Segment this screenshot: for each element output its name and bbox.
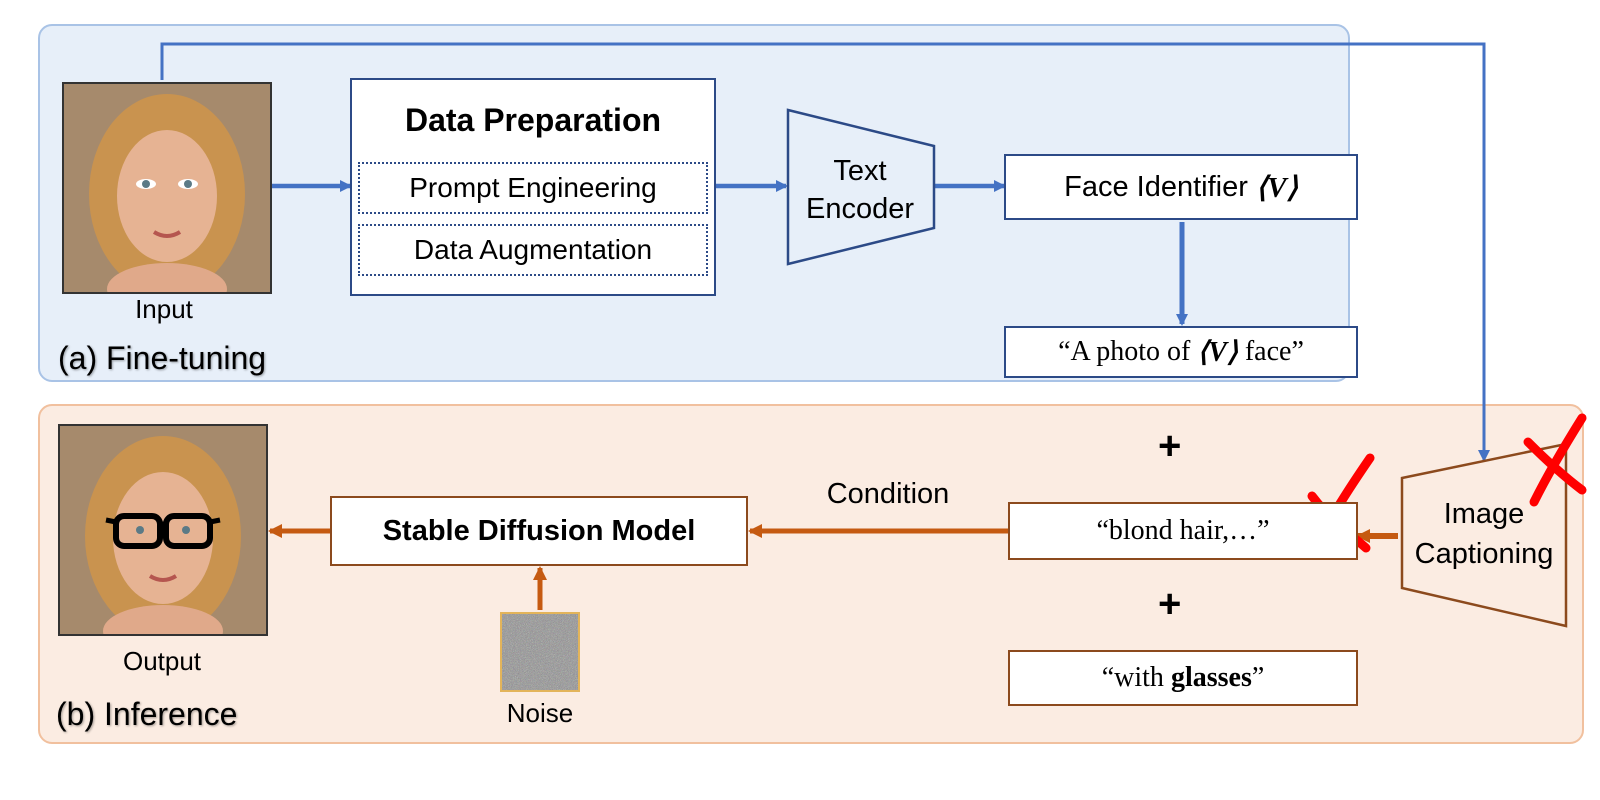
noise-texture: [502, 614, 578, 690]
noise-label: Noise: [506, 698, 574, 728]
input-label: Input: [135, 294, 193, 324]
plus-sign-bottom: +: [1158, 582, 1182, 626]
caption-text: “blond hair,…”: [1096, 515, 1270, 546]
input-to-captioning-arrow: [160, 42, 1490, 462]
stable-diffusion-box: Stable Diffusion Model: [330, 496, 748, 566]
data-augmentation-label: Data Augmentation: [413, 234, 653, 265]
face-identifier-box: Face Identifier ⟨V⟩: [1004, 154, 1358, 220]
photo-prompt-after: face”: [1237, 336, 1304, 367]
output-face-image: [58, 424, 268, 636]
photo-prompt-before: “A photo of: [1058, 336, 1198, 367]
text-encoder-shape: [786, 108, 936, 266]
glasses-prompt-after: ”: [1251, 662, 1265, 693]
text-encoder-line1: Text: [833, 155, 887, 187]
glasses-prompt-bold: glasses: [1170, 662, 1252, 693]
image-captioning-label: Image Captioning: [1402, 494, 1566, 574]
data-preparation-title: Data Preparation: [404, 102, 662, 138]
image-captioning-line1: Image: [1443, 498, 1525, 530]
fine-tuning-title: (a) Fine-tuning: [58, 340, 267, 376]
text-encoder-label: Text Encoder: [790, 152, 930, 228]
image-captioning-shape: [1400, 442, 1568, 628]
glasses-prompt-before: “with: [1101, 662, 1171, 693]
prompt-engineering-box: Prompt Engineering: [358, 162, 708, 214]
face-illustration: [64, 84, 270, 292]
output-label: Output: [122, 646, 202, 676]
inference-title: (b) Inference: [56, 696, 238, 732]
stable-diffusion-label: Stable Diffusion Model: [382, 514, 696, 547]
text-encoder-line2: Encoder: [805, 193, 914, 225]
photo-prompt-token: ⟨V⟩: [1197, 337, 1238, 368]
face-identifier-token: ⟨V⟩: [1255, 171, 1298, 204]
face-identifier-label: Face Identifier: [1064, 170, 1248, 203]
data-augmentation-box: Data Augmentation: [358, 224, 708, 276]
glasses-prompt-box: “with glasses”: [1008, 650, 1358, 706]
input-face-image: [62, 82, 272, 294]
noise-image: [500, 612, 580, 692]
photo-prompt-box: “A photo of ⟨V⟩ face”: [1004, 326, 1358, 378]
caption-text-box: “blond hair,…”: [1008, 502, 1358, 560]
cross-icon-captioning: [1523, 413, 1587, 507]
image-captioning-line2: Captioning: [1414, 538, 1554, 570]
plus-sign-top: +: [1158, 424, 1182, 468]
face-with-glasses-illustration: [60, 426, 266, 634]
condition-label: Condition: [826, 478, 950, 510]
prompt-engineering-label: Prompt Engineering: [409, 172, 657, 203]
